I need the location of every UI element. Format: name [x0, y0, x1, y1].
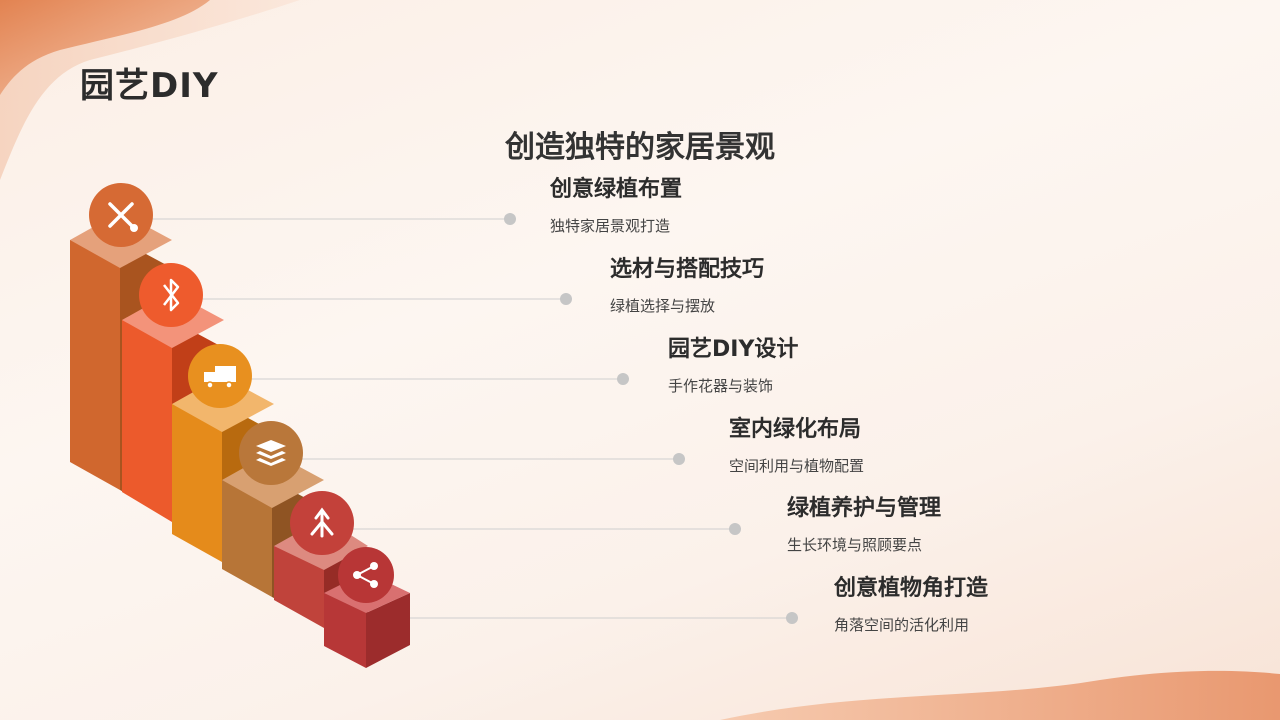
step-description: 生长环境与照顾要点 [787, 536, 923, 554]
brush-icon [89, 183, 153, 247]
step-description: 绿植选择与摆放 [610, 297, 716, 315]
step-1: 创意绿植布置 独特家居景观打造 [550, 175, 682, 236]
connector-dot [729, 523, 741, 535]
step-description: 独特家居景观打造 [550, 217, 671, 235]
step-title: 园艺DIY设计 [668, 337, 799, 362]
connector-dot [673, 453, 685, 465]
bluetooth-icon [139, 263, 203, 327]
connector-dot [617, 373, 629, 385]
layers-icon [239, 421, 303, 485]
step-5: 绿植养护与管理 生长环境与照顾要点 [787, 494, 941, 555]
step-4: 室内绿化布局 空间利用与植物配置 [729, 415, 864, 476]
truck-icon [188, 344, 252, 408]
branch-icon [290, 491, 354, 555]
step-description: 角落空间的活化利用 [834, 616, 970, 634]
step-title: 选材与搭配技巧 [610, 257, 765, 282]
step-description: 空间利用与植物配置 [729, 457, 865, 475]
page-title: 园艺DIY [80, 66, 219, 106]
section-title: 创造独特的家居景观 [505, 130, 775, 165]
step-description: 手作花器与装饰 [668, 377, 774, 395]
step-title: 创意植物角打造 [834, 576, 989, 601]
connector-dot [786, 612, 798, 624]
step-3: 园艺DIY设计 手作花器与装饰 [668, 335, 798, 396]
step-title: 室内绿化布局 [729, 417, 862, 442]
share-icon [338, 547, 394, 603]
step-2: 选材与搭配技巧 绿植选择与摆放 [610, 255, 764, 316]
step-6: 创意植物角打造 角落空间的活化利用 [834, 574, 988, 635]
step-title: 绿植养护与管理 [787, 496, 942, 521]
connector-dot [560, 293, 572, 305]
step-title: 创意绿植布置 [550, 177, 683, 202]
connector-dot [504, 213, 516, 225]
